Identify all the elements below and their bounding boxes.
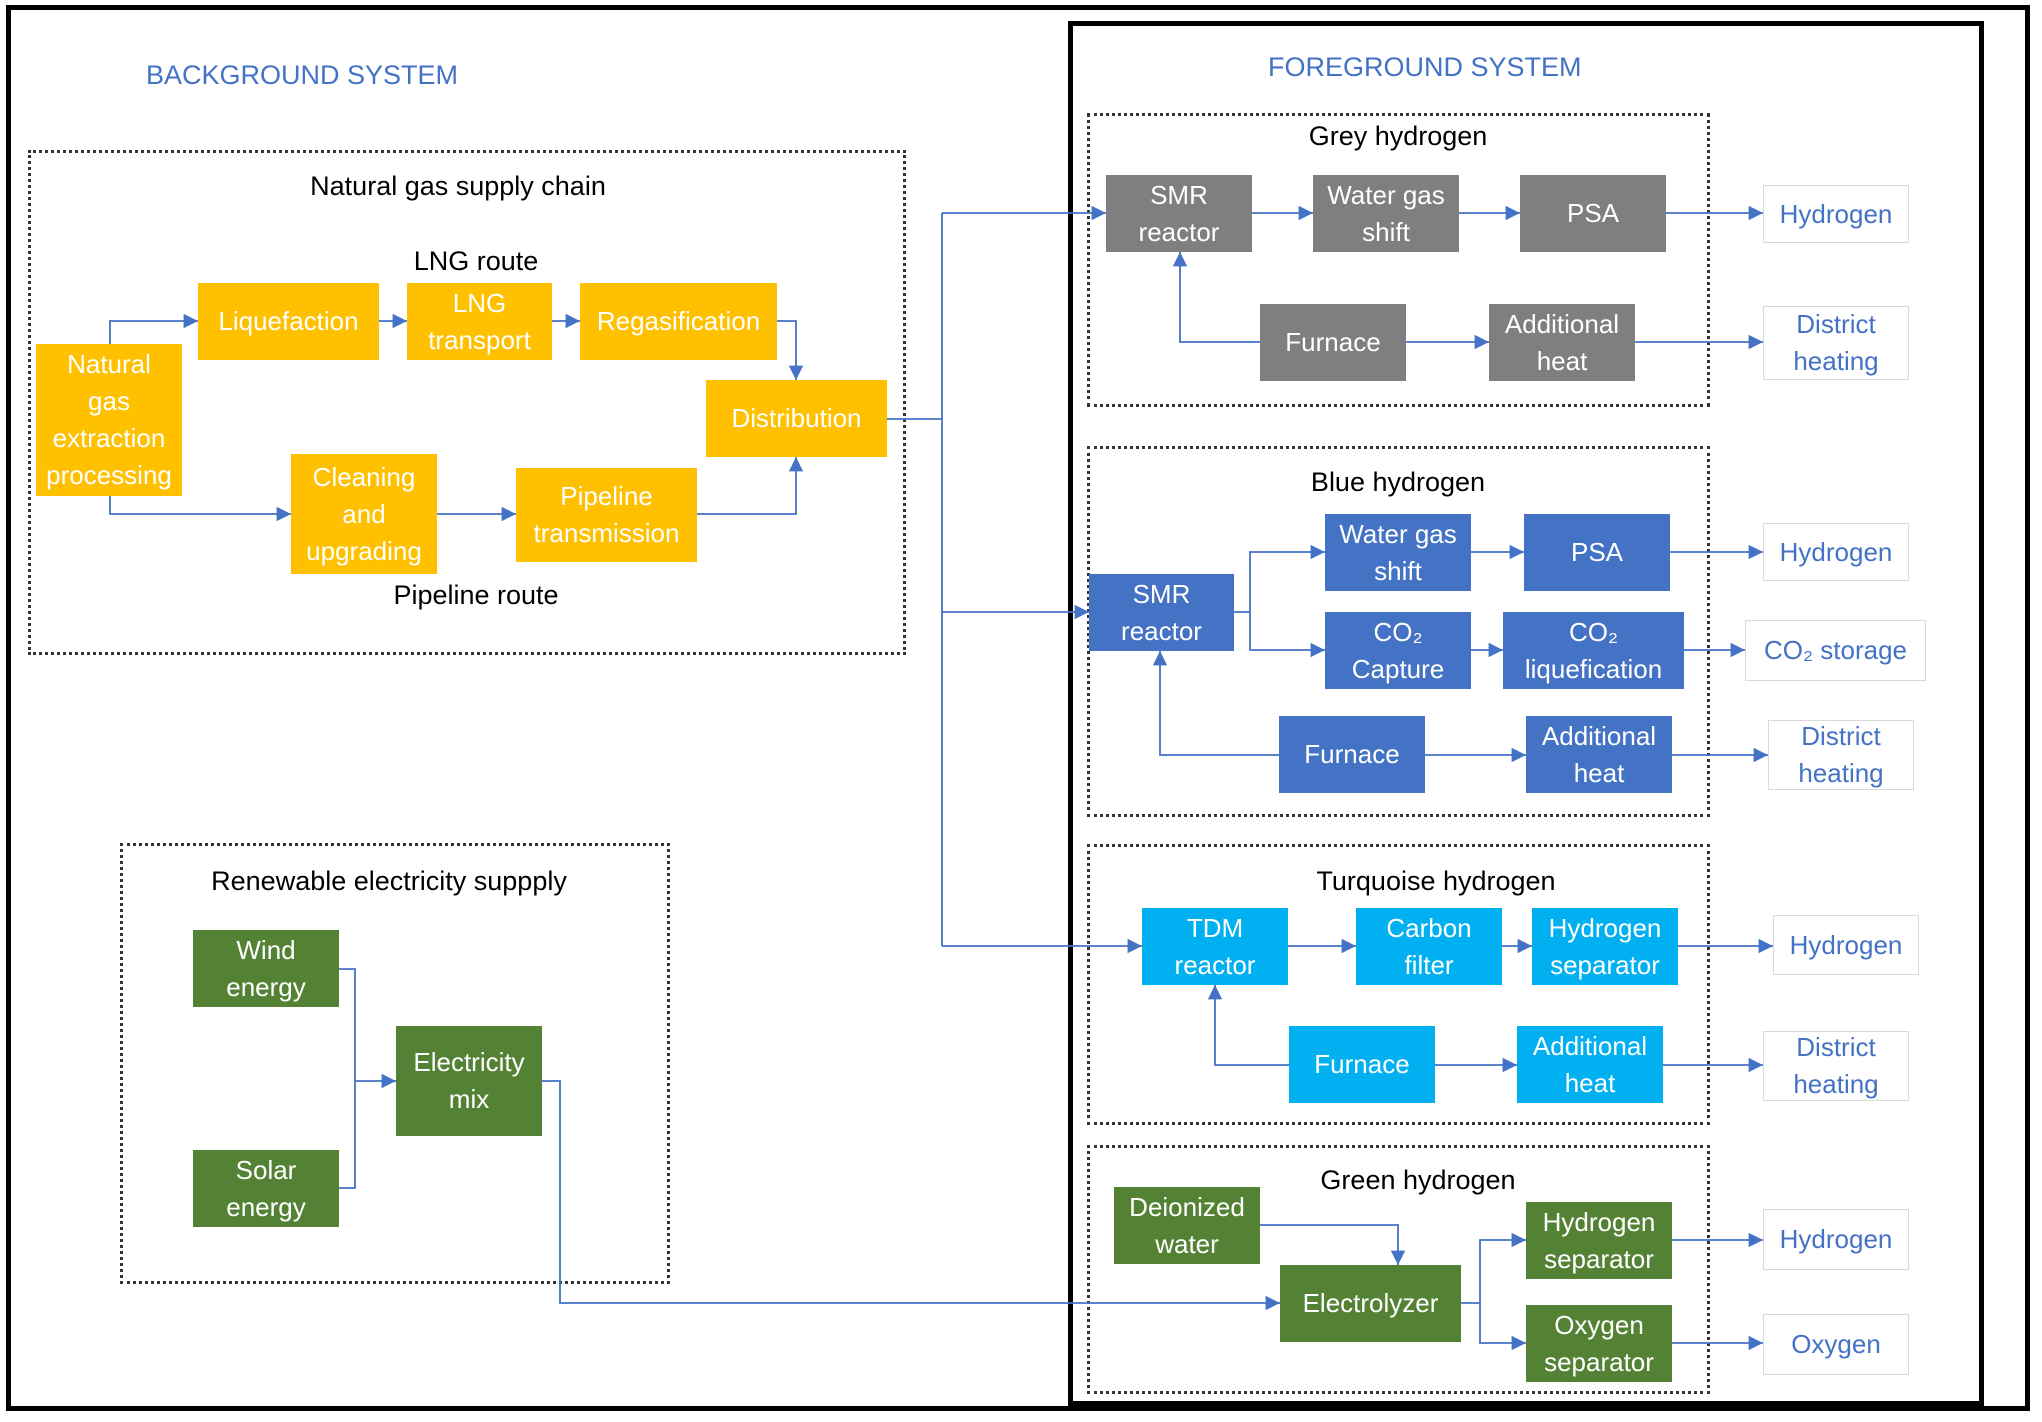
grey-smr-reactor-node: SMR reactor: [1106, 175, 1252, 252]
diagram-outer-frame: [6, 5, 2030, 1411]
grey-water-gas-shift-node: Water gas shift: [1313, 175, 1459, 252]
grey-hydrogen-title: Grey hydrogen: [1308, 121, 1488, 151]
turquoise-additional-heat-node: Additional heat: [1517, 1026, 1663, 1103]
blue-co2-liquefication-node: CO₂ liquefication: [1503, 612, 1684, 689]
natural-gas-extraction-node: Natural gas extraction processing: [36, 344, 182, 496]
turquoise-hydrogen-output: Hydrogen: [1773, 915, 1919, 975]
lng-route-label: LNG route: [413, 246, 539, 276]
turquoise-furnace-node: Furnace: [1289, 1026, 1435, 1103]
regasification-node: Regasification: [580, 283, 777, 360]
background-system-title: BACKGROUND SYSTEM: [146, 60, 459, 90]
foreground-system-frame: [1068, 21, 1984, 1406]
green-hydrogen-title: Green hydrogen: [1320, 1165, 1516, 1195]
wind-energy-node: Wind energy: [193, 930, 339, 1007]
blue-hydrogen-title: Blue hydrogen: [1310, 467, 1486, 497]
electricity-mix-node: Electricity mix: [396, 1026, 542, 1136]
blue-co2-storage-output: CO₂ storage: [1745, 620, 1926, 681]
blue-furnace-node: Furnace: [1279, 716, 1425, 793]
natural-gas-supply-chain-title: Natural gas supply chain: [310, 171, 606, 201]
grey-additional-heat-node: Additional heat: [1489, 304, 1635, 381]
blue-psa-node: PSA: [1524, 514, 1670, 591]
blue-hydrogen-group: [1087, 446, 1710, 817]
grey-hydrogen-group: [1087, 113, 1710, 407]
turquoise-tdm-reactor-node: TDM reactor: [1142, 908, 1288, 985]
turquoise-hydrogen-title: Turquoise hydrogen: [1316, 866, 1556, 896]
grey-furnace-node: Furnace: [1260, 304, 1406, 381]
green-hydrogen-separator-node: Hydrogen separator: [1526, 1202, 1672, 1279]
liquefaction-node: Liquefaction: [198, 283, 379, 360]
pipeline-transmission-node: Pipeline transmission: [516, 468, 697, 562]
turquoise-hydrogen-separator-node: Hydrogen separator: [1532, 908, 1678, 985]
blue-water-gas-shift-node: Water gas shift: [1325, 514, 1471, 591]
pipeline-route-label: Pipeline route: [393, 580, 559, 610]
renewable-electricity-supply-title: Renewable electricity suppply: [211, 866, 567, 896]
natural-gas-supply-chain-group: [28, 150, 906, 655]
blue-smr-reactor-node: SMR reactor: [1089, 574, 1234, 651]
green-oxygen-output: Oxygen: [1763, 1314, 1909, 1375]
turquoise-carbon-filter-node: Carbon filter: [1356, 908, 1502, 985]
renewable-electricity-supply-group: [120, 843, 670, 1284]
distribution-node: Distribution: [706, 380, 887, 457]
grey-psa-node: PSA: [1520, 175, 1666, 252]
turquoise-hydrogen-group: [1087, 844, 1710, 1125]
turquoise-district-heating-output: District heating: [1763, 1031, 1909, 1101]
blue-hydrogen-output: Hydrogen: [1763, 523, 1909, 581]
green-deionized-water-node: Deionized water: [1114, 1187, 1260, 1264]
grey-district-heating-output: District heating: [1763, 306, 1909, 380]
blue-additional-heat-node: Additional heat: [1526, 716, 1672, 793]
lng-transport-node: LNG transport: [407, 283, 552, 360]
solar-energy-node: Solar energy: [193, 1150, 339, 1227]
foreground-system-title: FOREGROUND SYSTEM: [1268, 52, 1582, 82]
grey-hydrogen-output: Hydrogen: [1763, 185, 1909, 243]
cleaning-upgrading-node: Cleaning and upgrading: [291, 454, 437, 574]
green-electrolyzer-node: Electrolyzer: [1280, 1265, 1461, 1342]
blue-co2-capture-node: CO₂ Capture: [1325, 612, 1471, 689]
blue-district-heating-output: District heating: [1768, 720, 1914, 790]
green-hydrogen-output: Hydrogen: [1763, 1209, 1909, 1270]
green-oxygen-separator-node: Oxygen separator: [1526, 1305, 1672, 1382]
